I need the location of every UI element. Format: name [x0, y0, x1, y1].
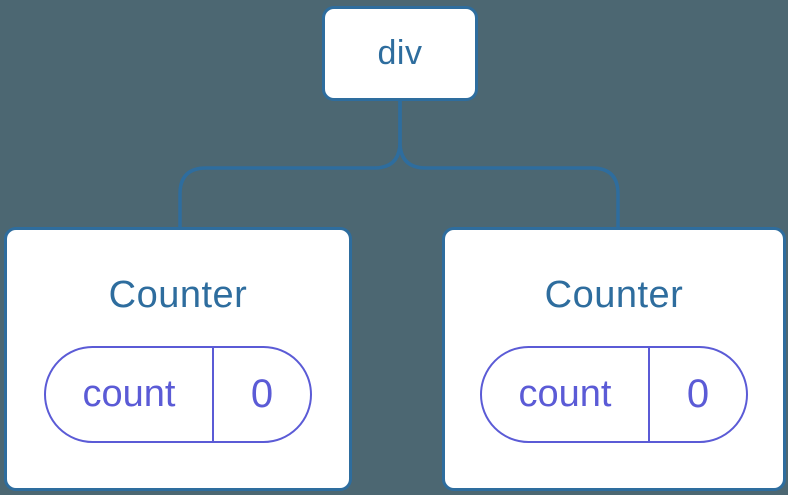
state-value-label: 0 — [686, 371, 710, 416]
component-name-label: Counter — [108, 273, 248, 316]
state-pill: count 0 — [44, 345, 312, 443]
connector-left-branch — [178, 100, 402, 227]
state-pill: count 0 — [480, 345, 748, 443]
root-node-label: div — [377, 34, 423, 72]
component-name-label: Counter — [544, 273, 684, 316]
state-key-label: count — [482, 347, 650, 441]
state-value-label: 0 — [250, 371, 274, 416]
connector-right-branch — [398, 100, 620, 227]
tree-node-counter-left: Counter count 0 — [4, 227, 352, 491]
tree-node-root-div: div — [322, 6, 478, 101]
tree-node-counter-right: Counter count 0 — [442, 227, 786, 491]
state-key-label: count — [46, 347, 214, 441]
